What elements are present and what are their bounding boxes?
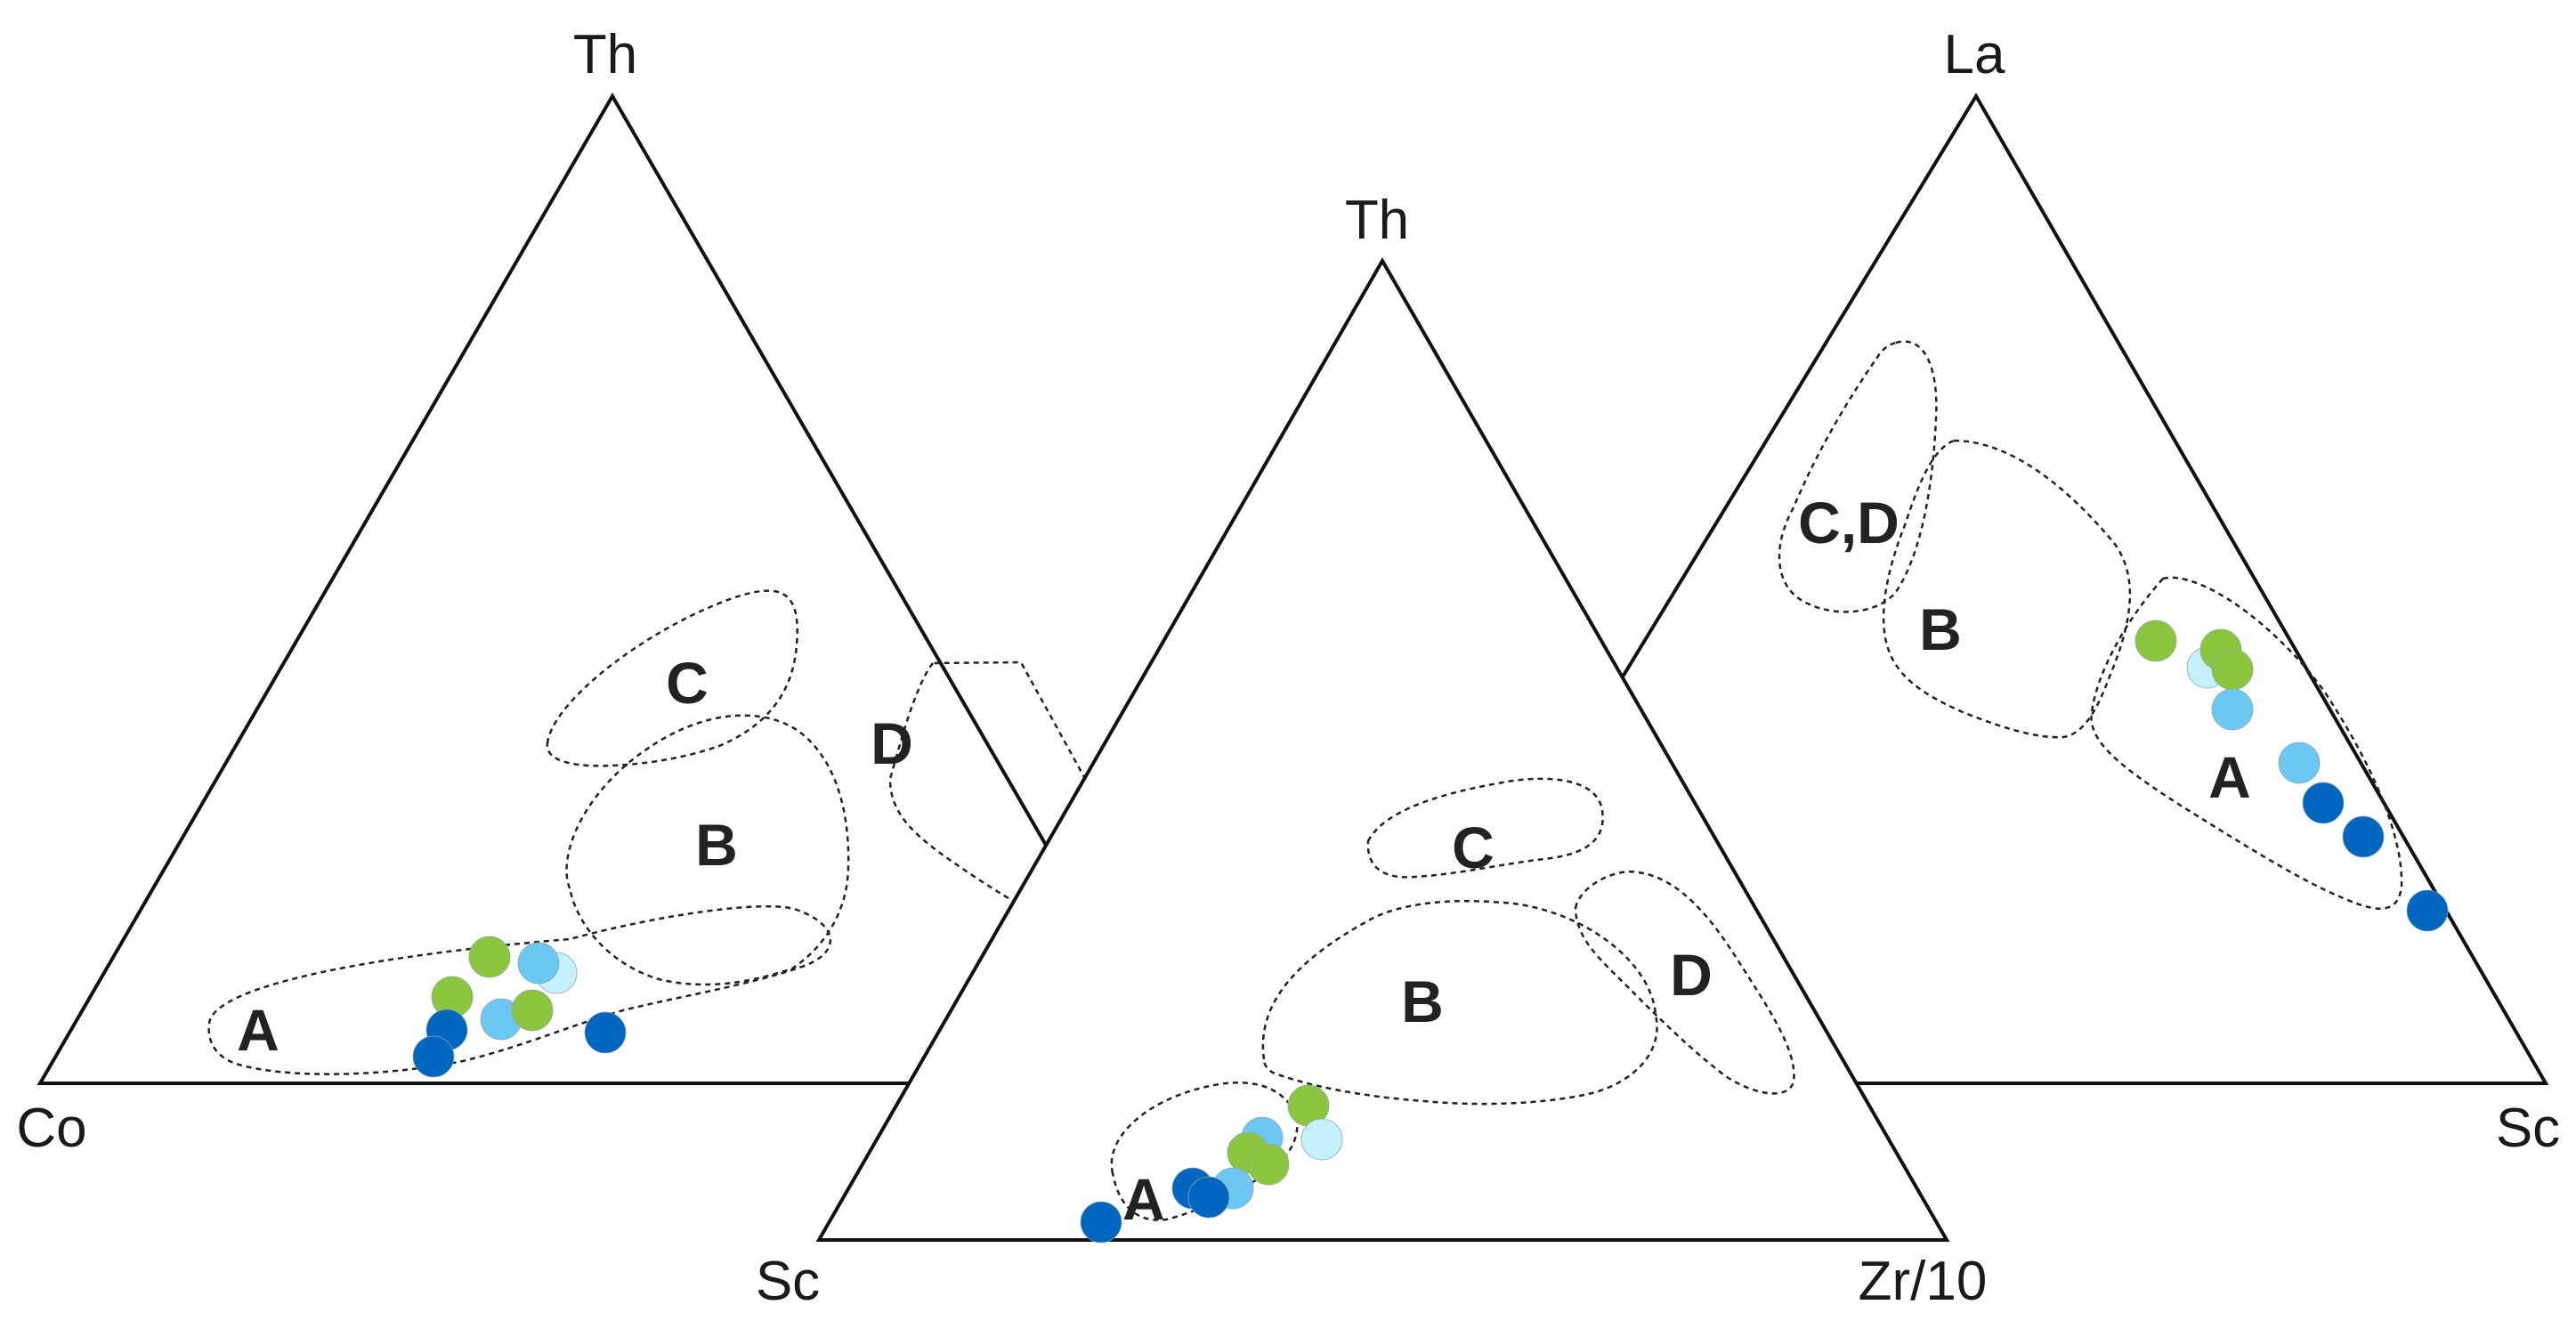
sample-point	[412, 1035, 455, 1078]
sample-point	[468, 936, 511, 978]
field-c-outline-1	[546, 589, 798, 767]
sample-point	[2211, 648, 2254, 691]
field-c-outline-2	[1366, 777, 1604, 879]
field-label-a-1: A	[237, 997, 279, 1063]
field-a-outline-1	[207, 904, 832, 1075]
field-a-outline-3	[2090, 576, 2403, 910]
sample-point	[2211, 688, 2254, 731]
sample-point	[2406, 889, 2449, 932]
field-label-d-1: D	[871, 710, 913, 776]
field-d-outline-1	[888, 660, 1148, 945]
field-label-c-1: C	[666, 650, 709, 716]
sample-point	[1080, 1201, 1122, 1244]
apex-label-left-1: Co	[16, 1098, 86, 1159]
apex-label-top-2: Th	[1345, 190, 1409, 251]
sample-point	[2278, 741, 2321, 784]
ternary-diagram-th-co-sc: A B C D Th Co	[16, 24, 1187, 1159]
sample-point	[511, 989, 554, 1032]
apex-label-right-2: Zr/10	[1859, 1251, 1988, 1312]
field-d-outline-2	[1574, 870, 1795, 1095]
field-b-outline-3	[1882, 439, 2131, 739]
sample-point	[2342, 815, 2385, 858]
field-b-outline-2	[1261, 899, 1658, 1106]
field-label-cd-3: C,D	[1798, 490, 1900, 555]
sample-points-1	[412, 936, 627, 1078]
field-label-b-2: B	[1401, 968, 1444, 1034]
field-label-b-3: B	[1919, 596, 1962, 662]
field-label-c-2: C	[1452, 814, 1495, 880]
field-label-a-3: A	[2208, 744, 2251, 810]
sample-point	[1300, 1118, 1343, 1161]
apex-label-top-1: Th	[573, 24, 637, 85]
sample-points-2	[1080, 1084, 1343, 1244]
field-label-a-2: A	[1122, 1166, 1165, 1232]
field-a-outline-2	[1110, 1081, 1299, 1221]
field-cd-outline-3	[1778, 340, 1938, 613]
field-label-b-1: B	[695, 812, 738, 878]
sample-point	[2135, 620, 2177, 662]
sample-point	[2302, 782, 2345, 824]
sample-points-3	[2135, 620, 2449, 932]
field-b-outline-1	[565, 714, 850, 986]
apex-label-top-3: La	[1944, 24, 2005, 85]
triangle-frame-2	[815, 256, 1950, 1242]
field-label-d-2: D	[1670, 942, 1713, 1008]
sample-point	[1247, 1143, 1290, 1186]
sample-point	[584, 1011, 627, 1054]
ternary-diagram-th-sc-zr10: A B C D Th Sc Zr/10	[756, 190, 1988, 1312]
sample-point	[1187, 1176, 1230, 1219]
apex-label-left-2: Sc	[756, 1251, 820, 1312]
sample-point	[517, 942, 560, 985]
apex-label-right-3: Sc	[2496, 1098, 2560, 1159]
triangle-frame-1	[36, 93, 1187, 1085]
